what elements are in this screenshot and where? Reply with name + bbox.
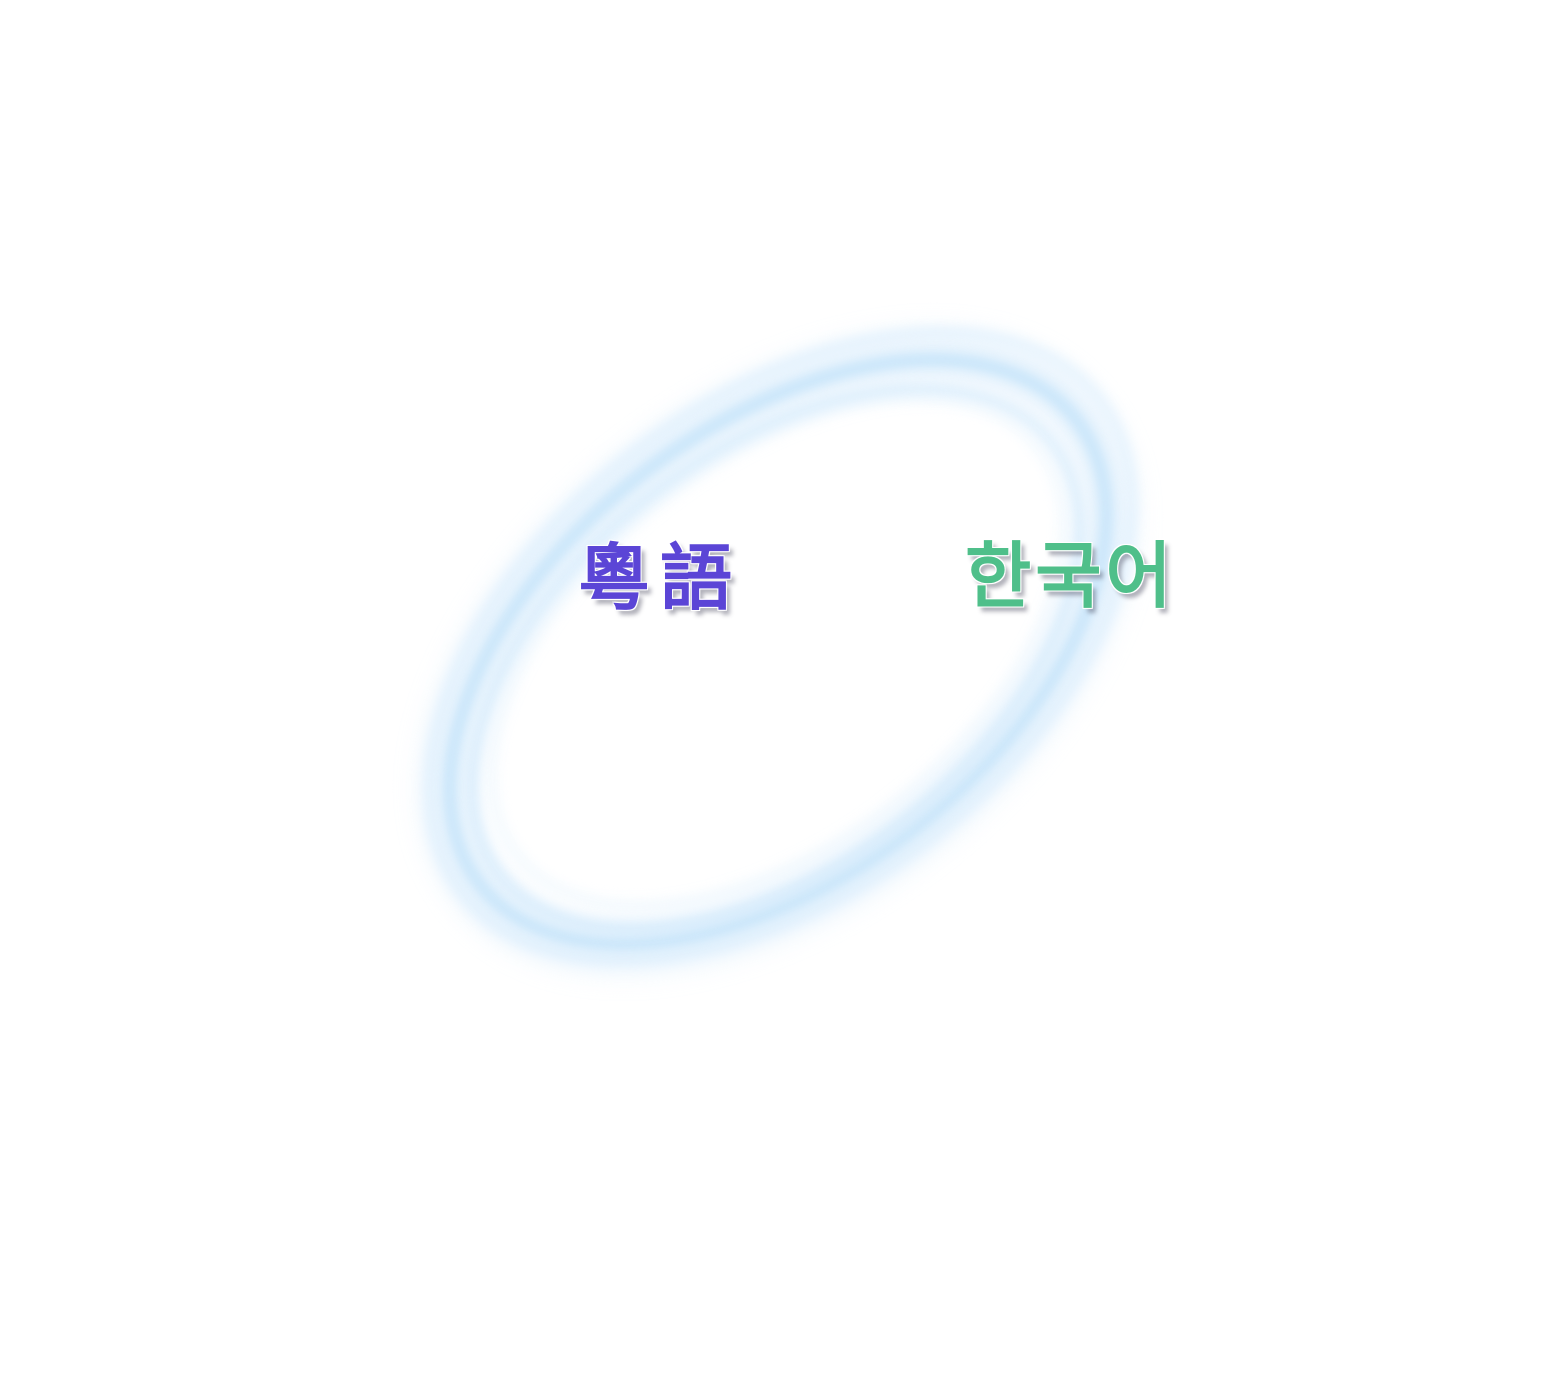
ring-group	[424, 327, 1137, 970]
language-option-korean[interactable]: 한국어	[964, 534, 1176, 618]
language-option-cantonese[interactable]: 粵語	[577, 536, 743, 620]
